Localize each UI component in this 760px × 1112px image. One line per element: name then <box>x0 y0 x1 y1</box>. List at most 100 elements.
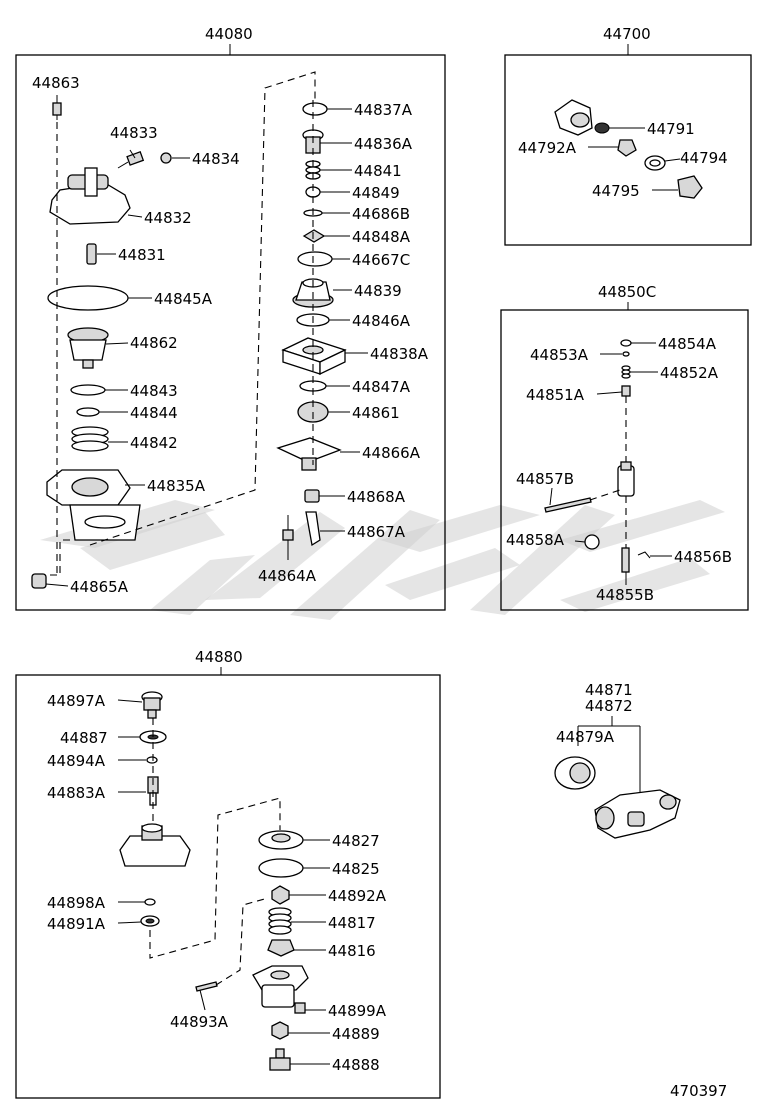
part-drawing-44893A <box>195 981 218 992</box>
part-label-44686B: 44686B <box>352 205 410 223</box>
part-label-44857B: 44857B <box>516 470 574 488</box>
part-drawing-44848A <box>302 229 326 243</box>
part-label-44865A: 44865A <box>70 578 129 596</box>
part-label-44883A: 44883A <box>47 784 106 802</box>
part-label-44834: 44834 <box>192 150 240 168</box>
part-drawing-44858A <box>584 534 600 550</box>
part-drawing-44837A <box>302 102 328 116</box>
part-drawing-44825 <box>258 858 304 878</box>
part-drawing-44863 <box>52 95 62 120</box>
part-label-44843: 44843 <box>130 382 178 400</box>
part-drawing-44868A <box>304 489 320 503</box>
group-44871-44872: 44871 44872 44879A <box>554 681 681 839</box>
part-drawing-44842 <box>71 426 109 452</box>
part-label-44791: 44791 <box>647 120 695 138</box>
part-drawing-44831 <box>86 243 97 265</box>
part-label-44832: 44832 <box>144 209 192 227</box>
part-drawing-44835A <box>46 469 141 541</box>
part-label-44827: 44827 <box>332 832 380 850</box>
part-drawing-44817 <box>268 907 292 935</box>
watermark-logo <box>40 500 725 620</box>
part-drawing-44667C <box>297 251 333 267</box>
part-label-44831: 44831 <box>118 246 166 264</box>
part-label-44836A: 44836A <box>354 135 413 153</box>
part-label-44849: 44849 <box>352 184 400 202</box>
part-label-44894A: 44894A <box>47 752 106 770</box>
part-label-44817: 44817 <box>328 914 376 932</box>
part-drawing-44856B <box>637 551 651 559</box>
part-label-44792A: 44792A <box>518 139 577 157</box>
part-label-44887: 44887 <box>60 729 108 747</box>
part-label-44899A: 44899A <box>328 1002 387 1020</box>
part-label-44891A: 44891A <box>47 915 106 933</box>
part-label-44892A: 44892A <box>328 887 387 905</box>
part-label-44795: 44795 <box>592 182 640 200</box>
part-label-44845A: 44845A <box>154 290 213 308</box>
part-drawing-44845A <box>47 285 129 311</box>
part-drawing-44851A <box>621 385 631 397</box>
part-drawing-44816 <box>267 939 295 957</box>
part-drawing-44854A <box>620 339 632 347</box>
group-label: 44871 <box>585 681 633 699</box>
part-drawing-44792A <box>617 139 637 157</box>
part-label-44838A: 44838A <box>370 345 429 363</box>
part-label-44846A: 44846A <box>352 312 411 330</box>
part-drawing-44897A <box>141 691 163 719</box>
part-label-44825: 44825 <box>332 860 380 878</box>
part-drawing-44795 <box>677 175 703 199</box>
part-label-44862: 44862 <box>130 334 178 352</box>
part-drawing-44880-body <box>119 823 191 867</box>
part-drawing-44867A <box>305 511 321 547</box>
part-drawing-44865A <box>31 573 47 589</box>
part-label-44863: 44863 <box>32 74 80 92</box>
part-label-44897A: 44897A <box>47 692 106 710</box>
part-label-44888: 44888 <box>332 1056 380 1074</box>
part-label-44889: 44889 <box>332 1025 380 1043</box>
group-44700: 44700 44791 44792A 44794 44795 <box>504 25 752 246</box>
part-drawing-44879A <box>554 756 596 790</box>
part-label-44867A: 44867A <box>347 523 406 541</box>
part-label-44841: 44841 <box>354 162 402 180</box>
part-drawing-44891A <box>140 915 160 927</box>
group-label: 44880 <box>195 648 243 666</box>
part-label-44839: 44839 <box>354 282 402 300</box>
part-drawing-44889 <box>271 1021 289 1040</box>
part-drawing-44852A <box>621 365 631 379</box>
part-drawing-44864A <box>282 515 294 560</box>
group-44850C: 44850C <box>500 283 749 611</box>
part-label-44864A: 44864A <box>258 567 317 585</box>
part-label-44858A: 44858A <box>506 531 565 549</box>
part-label-44844: 44844 <box>130 404 178 422</box>
part-drawing-44834 <box>160 152 172 164</box>
part-label-44853A: 44853A <box>530 346 589 364</box>
part-drawing-44866A <box>276 437 342 471</box>
part-drawing-44888 <box>269 1048 291 1071</box>
part-drawing-44892A <box>271 885 290 905</box>
part-drawing-44880-housing <box>252 965 309 1008</box>
part-label-44842: 44842 <box>130 434 178 452</box>
part-label-44833: 44833 <box>110 124 158 142</box>
group-44080: 44080 <box>15 25 446 611</box>
part-label-44856B: 44856B <box>674 548 732 566</box>
group-44880: 44880 <box>15 648 441 1099</box>
part-label-44854A: 44854A <box>658 335 717 353</box>
part-label-44667C: 44667C <box>352 251 410 269</box>
part-label-44879A: 44879A <box>556 728 615 746</box>
part-label-44794: 44794 <box>680 149 728 167</box>
part-drawing-44898A <box>144 898 156 906</box>
group-label: 44872 <box>585 697 633 715</box>
part-label-44861: 44861 <box>352 404 400 422</box>
part-drawing-44832 <box>49 167 131 225</box>
part-drawing-44857B <box>544 497 592 513</box>
part-drawing-44850C-body <box>617 461 635 497</box>
part-label-44866A: 44866A <box>362 444 421 462</box>
part-drawing-44794 <box>644 155 666 171</box>
part-label-44816: 44816 <box>328 942 376 960</box>
part-label-44893A: 44893A <box>170 1013 229 1031</box>
part-label-44837A: 44837A <box>354 101 413 119</box>
part-drawing-44843 <box>70 384 106 396</box>
part-label-44852A: 44852A <box>660 364 719 382</box>
diagram-code: 470397 <box>670 1082 727 1100</box>
group-label: 44850C <box>598 283 656 301</box>
